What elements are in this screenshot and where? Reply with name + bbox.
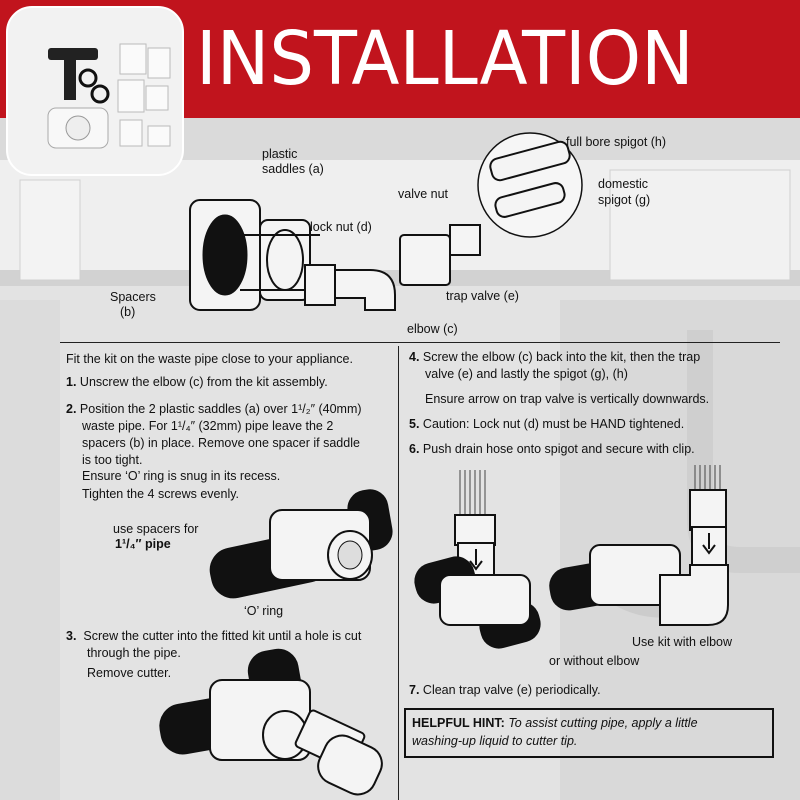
hint-label: HELPFUL HINT: xyxy=(412,716,505,730)
use-spacers-label-1: use spacers for xyxy=(113,522,199,536)
o-ring-label: ‘O’ ring xyxy=(244,604,284,618)
step-3: 3. Screw the cutter into the fitted kit … xyxy=(66,629,362,660)
elbow-label: elbow (c) xyxy=(407,322,458,336)
trap-valve-fitting-drawings xyxy=(414,465,729,649)
step-2-oring: Ensure ‘O’ ring is snug in its recess. xyxy=(82,469,281,483)
page-title: INSTALLATION xyxy=(196,16,694,102)
step-4-arrow-note: Ensure arrow on trap valve is vertically… xyxy=(425,392,710,406)
use-spacers-label-2: 1¹/₄″ pipe xyxy=(115,537,171,551)
spigots-drawing xyxy=(477,132,583,238)
domestic-spigot-label-1: domestic xyxy=(598,177,649,191)
step-4: 4. Screw the elbow (c) back into the kit… xyxy=(409,350,701,381)
plastic-saddles-label-1: plastic xyxy=(262,147,298,161)
full-bore-spigot-label: full bore spigot (h) xyxy=(566,135,667,149)
step-3-remove: Remove cutter. xyxy=(87,666,172,680)
without-elbow-label: or without elbow xyxy=(549,654,640,668)
step-1: 1. Unscrew the elbow (c) from the kit as… xyxy=(66,375,328,389)
intro-text: Fit the kit on the waste pipe close to y… xyxy=(66,352,353,366)
helpful-hint-box: HELPFUL HINT: To assist cutting pipe, ap… xyxy=(404,708,774,758)
hint-text-1: To assist cutting pipe, apply a little xyxy=(508,716,698,730)
product-photo xyxy=(6,6,184,176)
step-2-screws: Tighten the 4 screws evenly. xyxy=(82,487,240,501)
use-with-elbow-label: Use kit with elbow xyxy=(632,635,733,649)
cutter-drawing xyxy=(159,648,383,796)
domestic-spigot-label-2: spigot (g) xyxy=(598,193,651,207)
step-2: 2. Position the 2 plastic saddles (a) ov… xyxy=(66,402,362,467)
step-6: 6. Push drain hose onto spigot and secur… xyxy=(409,442,695,456)
plastic-saddles-label-2: saddles (a) xyxy=(262,162,324,176)
valve-nut-label: valve nut xyxy=(398,187,449,201)
trap-valve-label: trap valve (e) xyxy=(446,289,519,303)
step-5: 5. Caution: Lock nut (d) must be HAND ti… xyxy=(409,417,685,431)
spacers-label-2: (b) xyxy=(120,305,136,319)
section-divider-vertical xyxy=(398,346,399,800)
exploded-parts-diagram xyxy=(189,199,481,311)
section-divider-horizontal xyxy=(60,342,780,343)
hint-text-2: washing-up liquid to cutter tip. xyxy=(412,734,578,748)
spacers-label-1: Spacers xyxy=(110,290,156,304)
lock-nut-label: lock nut (d) xyxy=(310,220,372,234)
saddle-fitting-drawing xyxy=(209,489,393,599)
step-7: 7. Clean trap valve (e) periodically. xyxy=(409,683,601,697)
